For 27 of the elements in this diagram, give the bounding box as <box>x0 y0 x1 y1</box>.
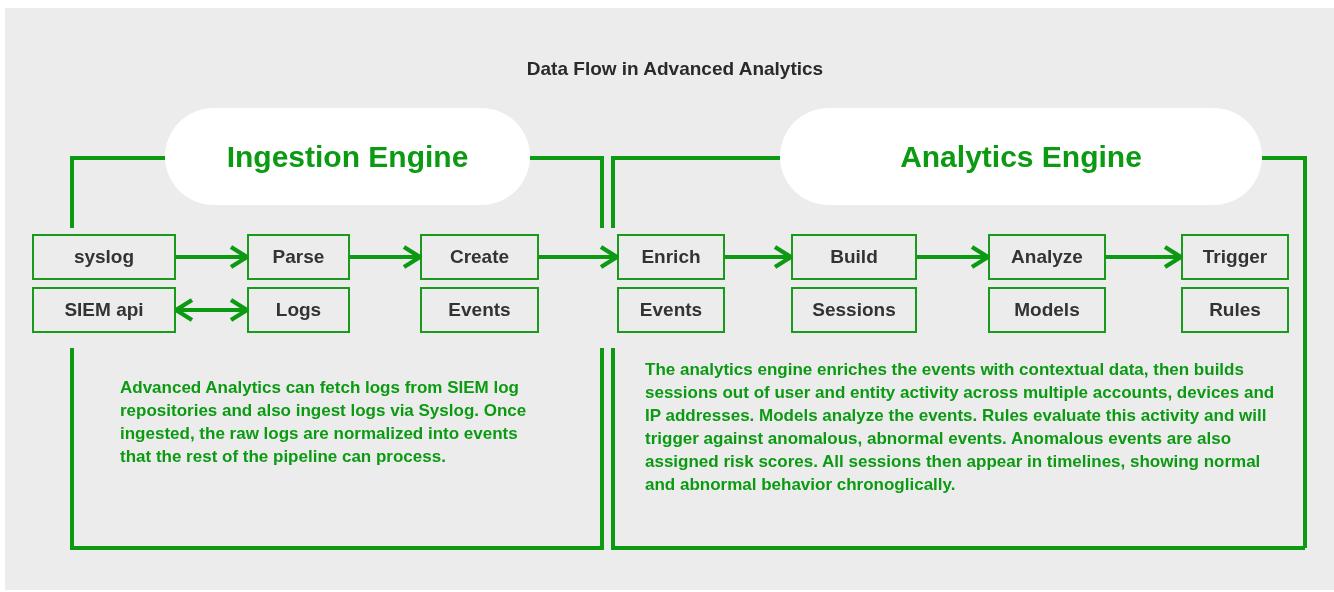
process-box: Analyze <box>988 234 1106 280</box>
process-box: syslog <box>32 234 176 280</box>
arrow <box>350 244 423 270</box>
diagram-title: Data Flow in Advanced Analytics <box>525 58 825 80</box>
arrow <box>1106 244 1184 270</box>
process-box: Parse <box>247 234 350 280</box>
engine-heading: Ingestion Engine <box>165 108 530 205</box>
process-box: Events <box>617 287 725 333</box>
arrow <box>917 244 991 270</box>
description-text: Advanced Analytics can fetch logs from SIEM log repositories and also ingest logs via Syslog. Once ingested, the raw logs are normalized into events that the rest of the pipeline can process. <box>120 377 528 468</box>
engine-panel <box>613 108 1305 548</box>
process-box: Build <box>791 234 917 280</box>
process-box: Models <box>988 287 1106 333</box>
process-box: Events <box>420 287 539 333</box>
description-text: The analytics engine enriches the events with contextual data, then builds sessions out of user and entity activity across multiple accounts, devices and IP addresses. Models analyze the events. Rules evaluate this activity and will trigger against anomalous, abnormal events. Anomalous events are also assigned risk scores. All sessions then appear in timelines, showing normal and abnormal behavior chronoglically. <box>645 359 1275 496</box>
process-box: Create <box>420 234 539 280</box>
process-box: Sessions <box>791 287 917 333</box>
arrow <box>539 244 620 270</box>
arrow <box>173 297 250 323</box>
arrow <box>176 244 250 270</box>
arrow <box>725 244 794 270</box>
process-box: Rules <box>1181 287 1289 333</box>
process-box: Trigger <box>1181 234 1289 280</box>
process-box: Enrich <box>617 234 725 280</box>
engine-heading: Analytics Engine <box>780 108 1262 205</box>
process-box: SIEM api <box>32 287 176 333</box>
process-box: Logs <box>247 287 350 333</box>
